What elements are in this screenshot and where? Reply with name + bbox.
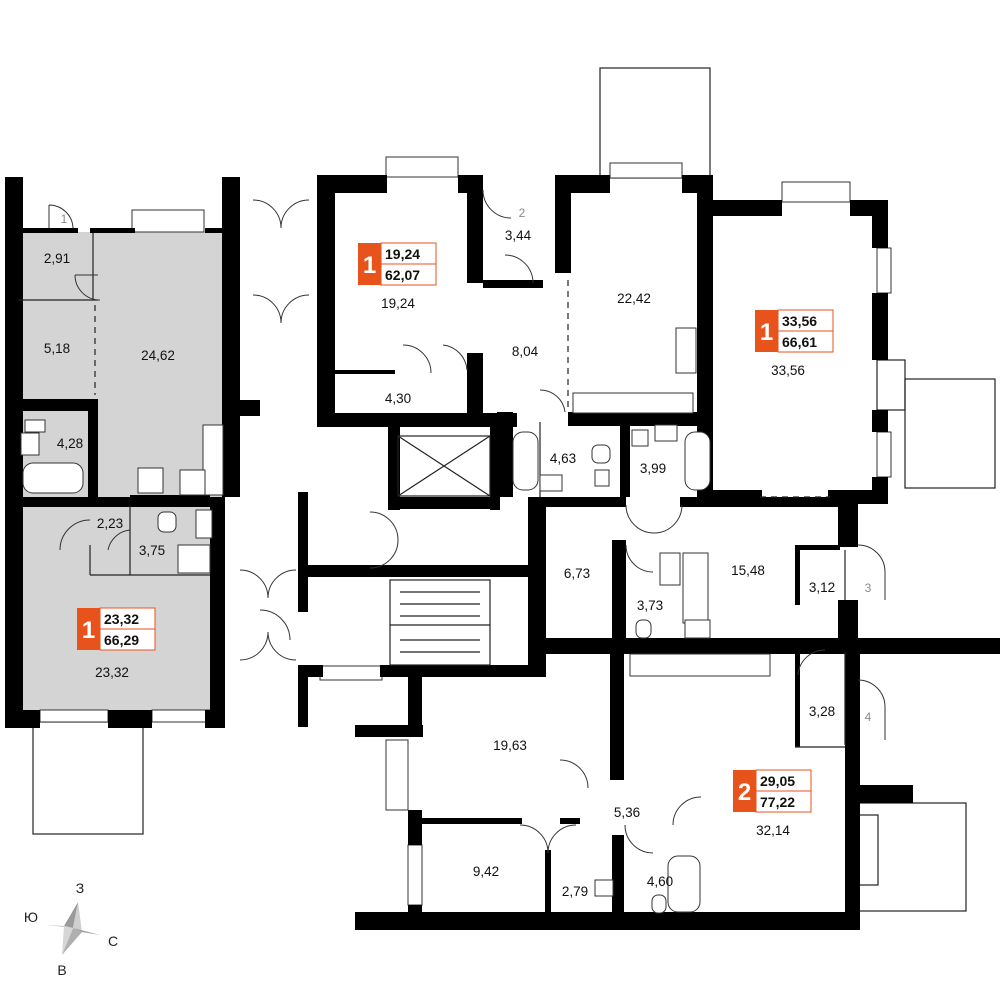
entrance-number-2: 2 xyxy=(519,206,526,220)
room-label-c-bath2: 3,99 xyxy=(640,461,666,476)
compass-east-label: С xyxy=(108,933,118,949)
badge-room-count: 2 xyxy=(738,779,751,806)
badge-living-area: 29,05 xyxy=(760,773,795,789)
apartment-badge-top-right[interactable]: 1 33,56 66,61 xyxy=(755,309,834,353)
room-label-b-bath2: 4,60 xyxy=(647,874,673,889)
entrance-numbers: 1 2 3 4 xyxy=(61,206,872,724)
entrance-number-4: 4 xyxy=(865,710,872,724)
elevator xyxy=(397,435,491,497)
compass-west-label: Ю xyxy=(24,909,38,925)
badge-total-area: 66,61 xyxy=(782,334,817,350)
room-label-m-vest2: 3,28 xyxy=(809,704,835,719)
badge-total-area: 62,07 xyxy=(385,267,420,283)
apartment-badge-bottom[interactable]: 2 29,05 77,22 xyxy=(733,769,812,813)
entrance-number-1: 1 xyxy=(61,212,68,226)
room-label-l-living: 24,62 xyxy=(141,348,175,363)
room-label-m-hall: 6,73 xyxy=(564,566,590,581)
entrance-number-3: 3 xyxy=(865,581,872,595)
room-label-c-hall: 4,30 xyxy=(385,391,411,406)
room-label-l-bath: 4,28 xyxy=(57,436,83,451)
room-label-b-living: 32,14 xyxy=(756,823,790,838)
room-labels: 2,91 5,18 24,62 4,28 2,23 3,75 23,32 19,… xyxy=(44,228,835,899)
room-label-b-corr: 5,36 xyxy=(614,805,640,820)
room-label-m-vest1: 3,12 xyxy=(809,580,835,595)
walls xyxy=(5,175,1000,930)
room-label-l-bedroom: 23,32 xyxy=(95,665,129,680)
room-label-b-room2: 9,42 xyxy=(473,864,499,879)
apartment-badge-left[interactable]: 1 23,32 66,29 xyxy=(77,607,156,651)
fixtures xyxy=(20,327,771,914)
badge-living-area: 23,32 xyxy=(104,611,139,627)
compass: З Ю С В xyxy=(24,880,118,978)
room-label-c-kitchen: 22,42 xyxy=(617,291,651,306)
room-label-b-room1: 19,63 xyxy=(493,738,527,753)
partitions xyxy=(18,233,846,748)
badge-room-count: 1 xyxy=(363,252,376,279)
staircase xyxy=(389,579,491,666)
room-label-b-bath1: 2,79 xyxy=(562,884,588,899)
doors xyxy=(48,189,886,854)
room-label-l-hall: 2,91 xyxy=(44,251,70,266)
room-label-l-room-small: 5,18 xyxy=(44,341,70,356)
badge-room-count: 1 xyxy=(760,319,773,346)
badge-total-area: 66,29 xyxy=(104,632,139,648)
room-label-c-bath1: 4,63 xyxy=(550,451,576,466)
compass-south-label: В xyxy=(57,962,66,978)
apartment-badge-top-center[interactable]: 1 19,24 62,07 xyxy=(358,242,437,286)
room-label-c-corr: 8,04 xyxy=(512,344,539,359)
windows xyxy=(39,156,892,906)
room-label-l-wc: 3,75 xyxy=(139,543,165,558)
compass-star-icon xyxy=(46,902,100,955)
compass-north-label: З xyxy=(76,880,84,896)
room-label-m-kitchen: 15,48 xyxy=(731,563,765,578)
room-label-m-bath: 3,73 xyxy=(637,598,663,613)
room-label-c-room: 19,24 xyxy=(381,296,415,311)
badge-room-count: 1 xyxy=(82,617,95,644)
room-label-l-corr: 2,23 xyxy=(97,516,123,531)
badge-total-area: 77,22 xyxy=(760,794,795,810)
room-label-r-room: 33,56 xyxy=(771,363,805,378)
badge-living-area: 19,24 xyxy=(385,246,420,262)
badge-living-area: 33,56 xyxy=(782,313,817,329)
room-label-c-vest: 3,44 xyxy=(505,228,532,243)
